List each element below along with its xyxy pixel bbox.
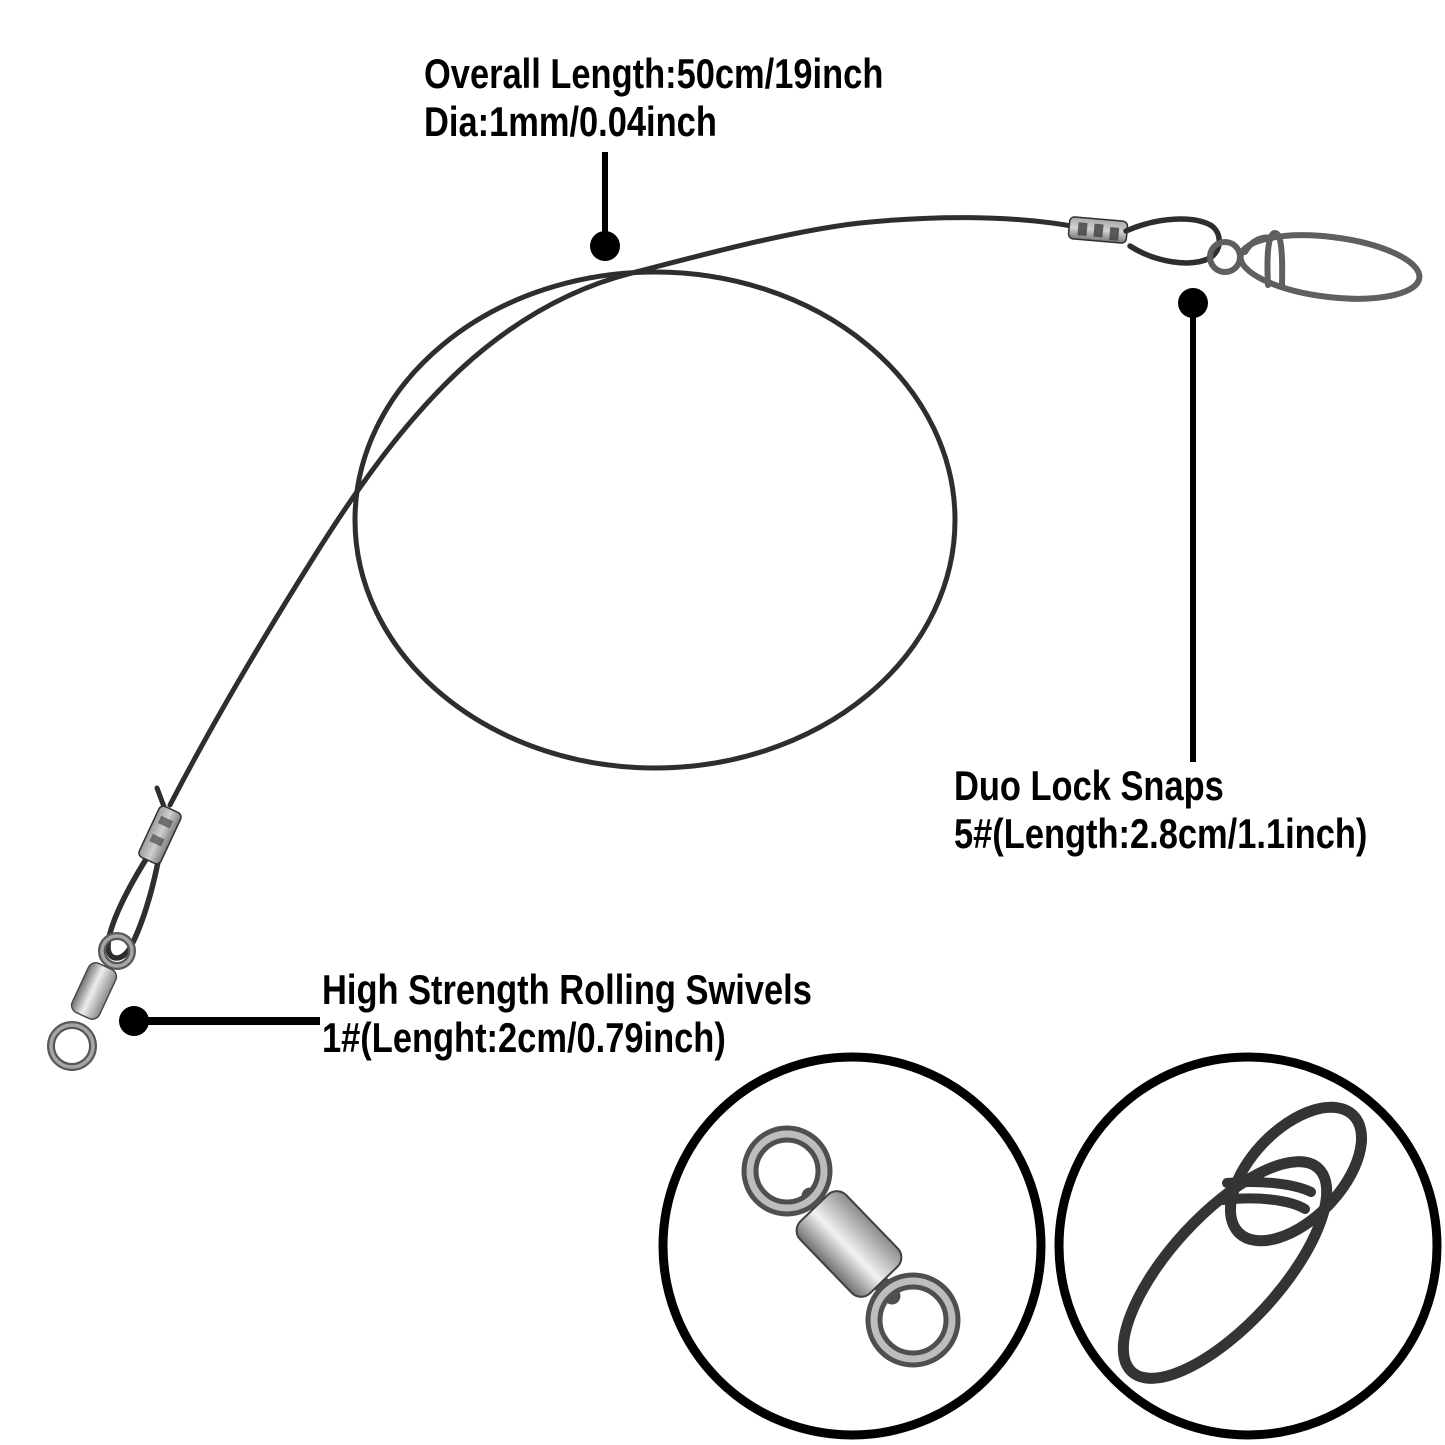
wire-coil-loop <box>352 269 958 771</box>
wire-run <box>167 215 1085 808</box>
leader-wire <box>167 215 1085 808</box>
label-rolling-swivels: High Strength Rolling Swivels 1#(Lenght:… <box>322 966 919 1062</box>
swivel-top-eye-large-highlight <box>746 1130 828 1212</box>
wire-end-loop <box>1123 216 1222 266</box>
wire-end-loop <box>105 853 161 961</box>
callout-dot <box>1178 288 1208 318</box>
label-rolling-swivels-line2: 1#(Lenght:2cm/0.79inch) <box>322 1014 726 1061</box>
callout-swivel <box>119 1006 320 1036</box>
snap-end <box>1067 216 1423 302</box>
label-overall-length-line1: Overall Length:50cm/19inch <box>424 50 884 97</box>
crimp-mark <box>1093 223 1104 238</box>
callout-overall-length <box>590 152 620 261</box>
label-overall-length: Overall Length:50cm/19inch Dia:1mm/0.04i… <box>424 50 984 146</box>
crimp-mark <box>149 833 165 847</box>
swivel-top-eye-highlight <box>100 934 134 968</box>
inset-swivel-photo <box>658 1052 1046 1440</box>
inset-snap-photo <box>1054 1052 1442 1440</box>
rolling-swivel <box>47 932 136 1071</box>
swivel-bottom-eye-large-highlight <box>870 1277 956 1363</box>
snap-oval <box>1237 232 1423 302</box>
label-overall-length-line2: Dia:1mm/0.04inch <box>424 98 717 145</box>
label-duo-lock-line1: Duo Lock Snaps <box>954 762 1224 809</box>
callout-dot <box>590 231 620 261</box>
crimp-mark <box>157 815 174 829</box>
snap-lower-oval <box>1117 1156 1333 1384</box>
snap-clasp-hook <box>1242 234 1275 255</box>
crimp-mark <box>1109 227 1120 241</box>
callout-duo-lock <box>1178 288 1208 762</box>
swivel-barrel <box>70 962 118 1020</box>
swivel-end <box>47 785 182 1071</box>
label-duo-lock-snaps: Duo Lock Snaps 5#(Length:2.8cm/1.1inch) <box>954 762 1445 858</box>
duo-lock-snap <box>1207 229 1423 302</box>
snap-upper-loop <box>1224 1101 1368 1247</box>
label-rolling-swivels-line1: High Strength Rolling Swivels <box>322 966 812 1013</box>
crimp-mark <box>1077 222 1088 237</box>
snap-clasp-bar <box>1218 1193 1310 1214</box>
swivel-barrel-large <box>795 1190 903 1298</box>
swivel-bottom-eye-highlight <box>49 1023 95 1069</box>
label-duo-lock-line2: 5#(Length:2.8cm/1.1inch) <box>954 810 1368 857</box>
snap-clasp-bar <box>1222 1177 1316 1197</box>
callout-dot <box>119 1006 149 1036</box>
crimp-sleeve <box>138 805 182 865</box>
inset-circle-border <box>1054 1052 1442 1440</box>
snap-clasp <box>1264 229 1286 288</box>
